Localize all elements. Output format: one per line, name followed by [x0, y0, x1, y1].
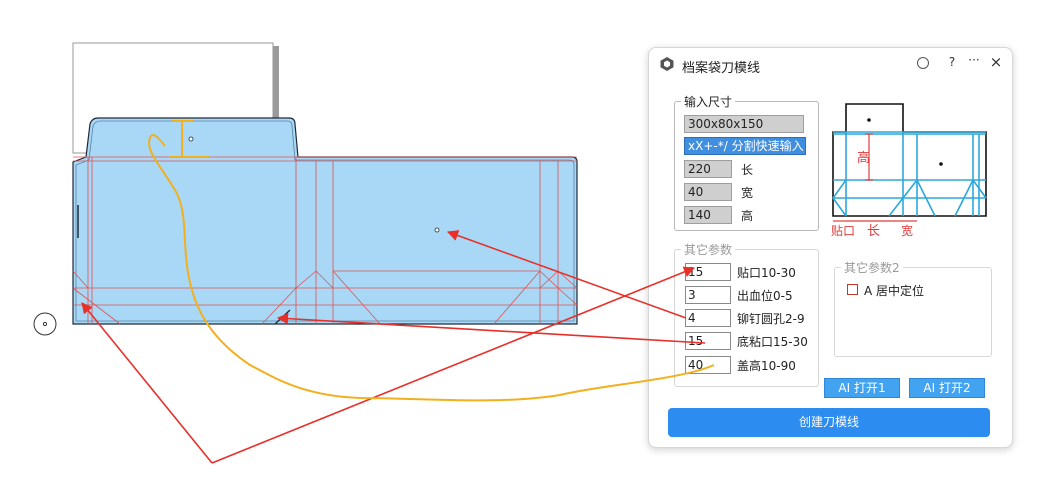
create-die-line-button[interactable]: 创建刀模线 — [668, 408, 990, 437]
help-button[interactable]: ? — [948, 55, 956, 69]
more-button[interactable]: ··· — [968, 53, 980, 67]
width-label: 宽 — [741, 186, 754, 200]
box-preview-diagram: 高 贴口 长 宽 — [831, 103, 987, 239]
hexagon-logo-icon — [660, 57, 674, 71]
other-params-legend: 其它参数 — [681, 241, 736, 258]
height-label: 高 — [741, 209, 754, 223]
die-line-dialog: 档案袋刀模线 ? ··· × 输入尺寸 300x80x150 xX+-*/ 分割… — [648, 47, 1013, 448]
other-params-group: 其它参数 15 贴口10-30 3 出血位0-5 4 铆钉圆孔2-9 15 底粘… — [674, 241, 819, 387]
circle-icon[interactable] — [917, 57, 929, 69]
width-field[interactable]: 40 — [684, 183, 732, 201]
close-button[interactable]: × — [989, 53, 1003, 71]
paste-tab-field[interactable]: 15 — [685, 263, 731, 281]
lid-height-label: 盖高10-90 — [737, 359, 796, 373]
bottom-glue-field[interactable]: 15 — [685, 332, 731, 350]
rivet-hole-flap — [188, 136, 194, 142]
height-field[interactable]: 140 — [684, 206, 732, 224]
circle-icon[interactable] — [33, 312, 57, 336]
preview-height-label: 高 — [857, 150, 870, 166]
rivet-hole-body — [434, 227, 440, 233]
die-line-outline — [72, 117, 578, 325]
input-size-legend: 输入尺寸 — [681, 93, 736, 110]
bottom-glue-label: 底粘口15-30 — [737, 335, 808, 349]
center-align-label: A 居中定位 — [864, 284, 925, 298]
length-field[interactable]: 220 — [684, 160, 732, 178]
quick-input-field[interactable]: xX+-*/ 分割快速输入 — [684, 137, 806, 155]
dialog-title: 档案袋刀模线 — [682, 61, 761, 76]
length-label: 长 — [741, 163, 754, 177]
preview-paste-label: 贴口 — [831, 224, 855, 238]
rivet-hole-label: 铆钉圆孔2-9 — [737, 312, 805, 326]
bleed-field[interactable]: 3 — [685, 286, 731, 304]
other-params2-group: 其它参数2 A 居中定位 — [834, 259, 992, 357]
center-align-checkbox[interactable] — [847, 284, 858, 295]
dialog-titlebar[interactable]: 档案袋刀模线 ? ··· × — [649, 48, 1012, 80]
artboard-page-shadow — [273, 46, 279, 154]
paste-tab-label: 贴口10-30 — [737, 266, 796, 280]
preview-width-label: 宽 — [901, 223, 913, 238]
bleed-label: 出血位0-5 — [737, 289, 793, 303]
input-size-group: 输入尺寸 300x80x150 xX+-*/ 分割快速输入 220 长 40 宽… — [674, 93, 819, 231]
lid-height-field[interactable]: 40 — [685, 356, 731, 374]
other-params2-legend: 其它参数2 — [841, 259, 903, 276]
ai-open2-button[interactable]: AI 打开2 — [909, 378, 985, 398]
size-readout[interactable]: 300x80x150 — [684, 115, 804, 133]
ai-open1-button[interactable]: AI 打开1 — [824, 378, 900, 398]
circle-icon-dot — [42, 321, 48, 327]
rivet-hole-field[interactable]: 4 — [685, 309, 731, 327]
preview-length-label: 长 — [867, 224, 880, 239]
